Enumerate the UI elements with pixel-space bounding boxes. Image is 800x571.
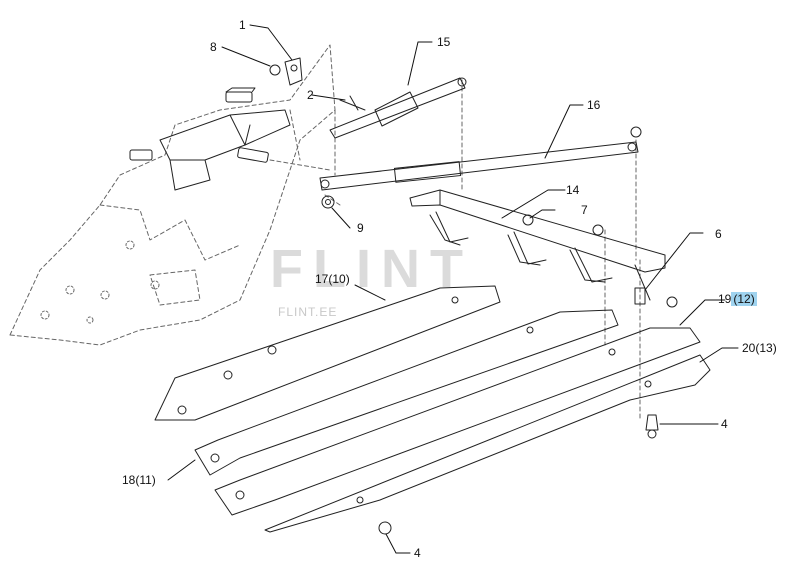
nut-9 (321, 195, 335, 209)
part-label-15: 15 (437, 35, 451, 49)
watermark-url: FLINT.EE (278, 305, 338, 319)
blade-20 (264, 354, 711, 533)
part-label-1: 1 (239, 18, 246, 32)
part-label-19-num: 19 (718, 292, 732, 306)
bolt-mid (237, 147, 269, 163)
nut-7 (522, 214, 534, 226)
part-label-9: 9 (357, 221, 364, 235)
part-label-18: 18(11) (122, 473, 156, 487)
nut-8 (269, 64, 281, 76)
blade-18 (194, 309, 619, 476)
part-label-7: 7 (581, 203, 588, 217)
bolt-left (129, 149, 153, 161)
turnbuckle-15 (329, 77, 467, 139)
part-label-6: 6 (715, 227, 722, 241)
part-label-17: 17(10) (315, 272, 350, 286)
part-label-4-right: 4 (721, 417, 728, 431)
frame-outline (9, 44, 641, 421)
part-label-19-highlight: (12) (731, 292, 757, 306)
top-link-16 (319, 126, 642, 191)
bolt-4-bottom (378, 521, 392, 535)
bolt-4-right (645, 414, 659, 439)
leader-lines (167, 24, 739, 554)
blade-17 (154, 285, 501, 421)
frame-holes (40, 240, 160, 324)
part-label-14: 14 (566, 183, 580, 197)
part-label-4-bottom: 4 (414, 546, 421, 560)
nut-mid (592, 224, 604, 236)
frame-bar-14 (409, 189, 666, 301)
bolt-top (225, 87, 256, 103)
nut-6-top (666, 296, 678, 308)
hitch-bracket (159, 109, 291, 191)
part-label-20: 20(13) (742, 341, 777, 355)
bolt-6 (634, 287, 646, 305)
part-label-2: 2 (307, 88, 314, 102)
part-label-16: 16 (587, 98, 601, 112)
watermark-logo: FLINT (270, 239, 473, 299)
blade-19 (214, 327, 701, 516)
part-label-8: 8 (210, 40, 217, 54)
part-label-19: 19(12) (718, 292, 757, 306)
pivot-bolt-1 (284, 57, 303, 86)
